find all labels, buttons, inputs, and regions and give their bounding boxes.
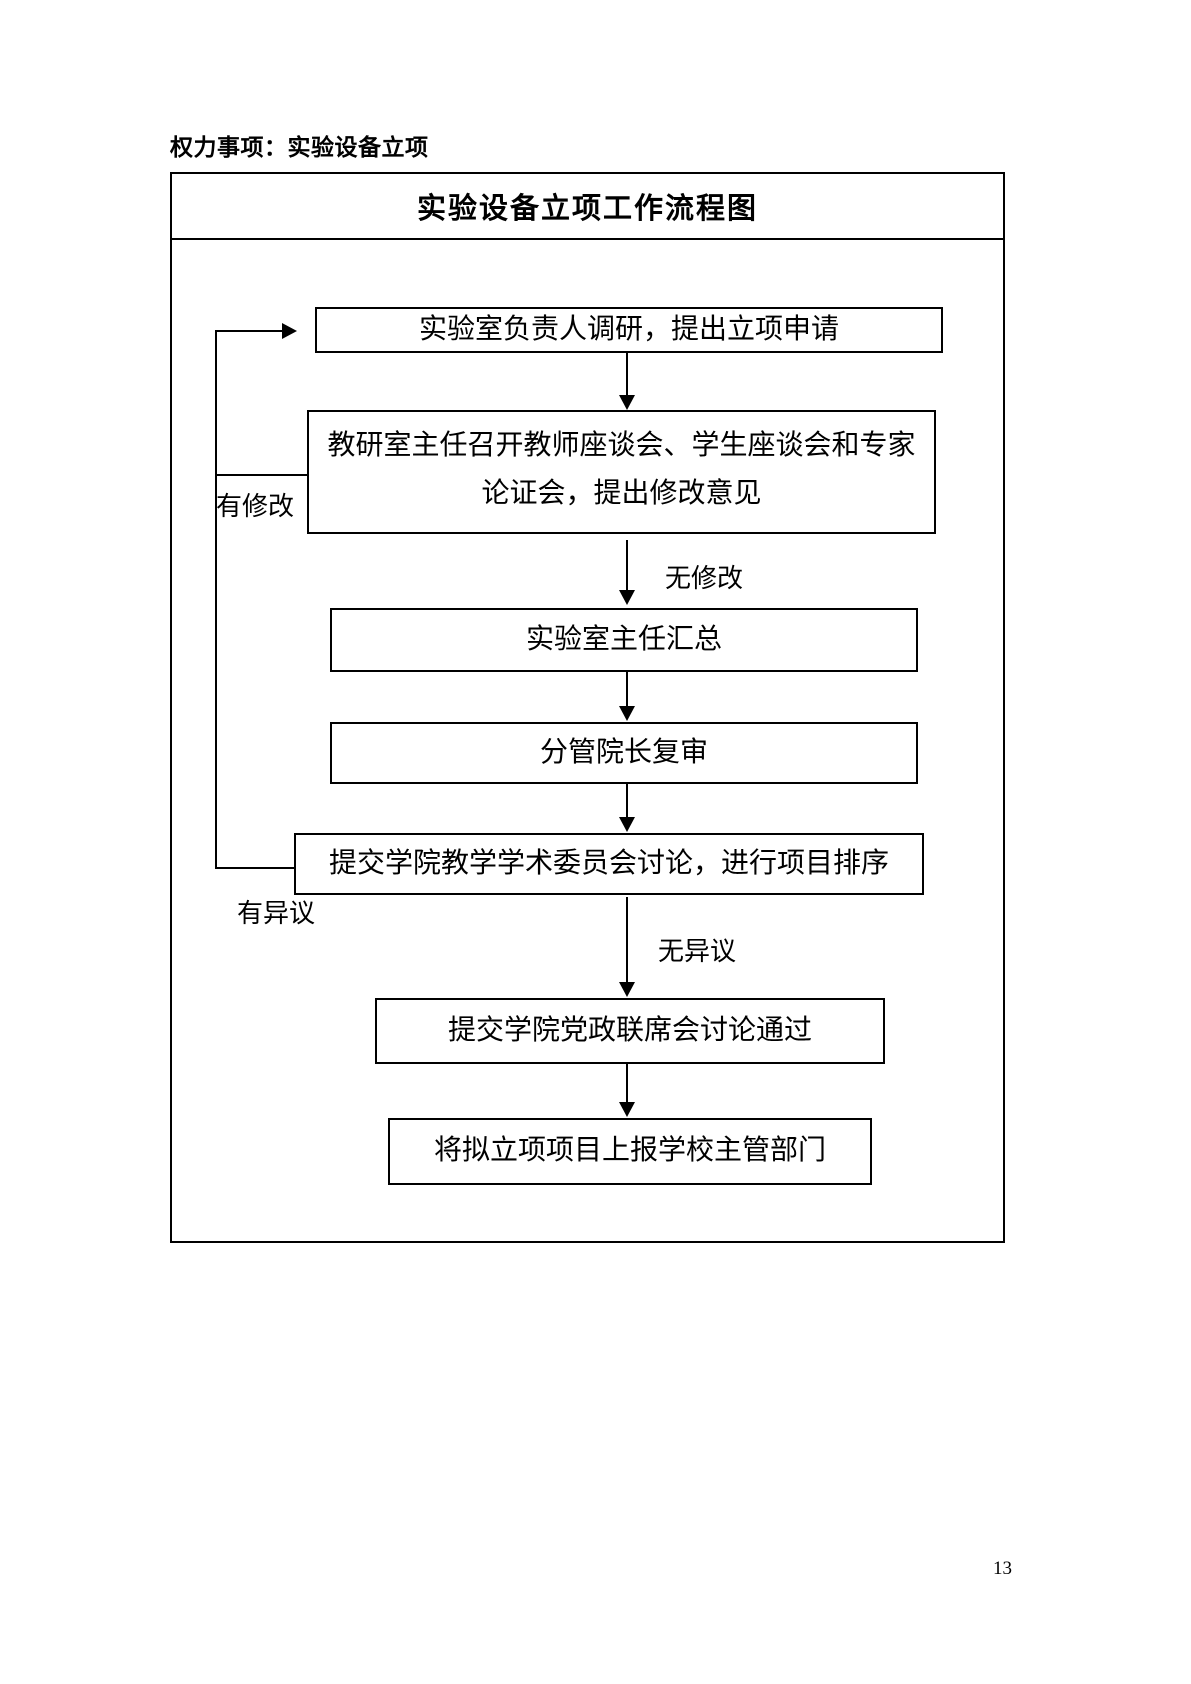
flowchart-frame: 实验设备立项工作流程图 实验室负责人调研，提出立项申请 教研室主任召开教师座谈会… <box>170 172 1005 1243</box>
feedback-revision-line <box>215 474 307 476</box>
arrow-2-3-arrowhead-icon <box>619 590 635 605</box>
edge-label-no-objection: 无异议 <box>658 937 737 966</box>
edge-label-no-revision: 无修改 <box>665 564 744 593</box>
flow-node-lab-director-summary-label: 实验室主任汇总 <box>525 623 722 655</box>
flow-node-report-to-university-label: 将拟立项项目上报学校主管部门 <box>433 1135 826 1167</box>
arrow-3-4-arrowhead-icon <box>619 706 635 721</box>
flow-node-apply: 实验室负责人调研，提出立项申请 <box>315 307 943 353</box>
arrow-6-7-arrowhead-icon <box>619 1102 635 1117</box>
page-number: 13 <box>993 1558 1012 1579</box>
arrow-4-5-shaft <box>626 784 628 817</box>
feedback-return-shaft <box>215 330 283 332</box>
flow-node-seminar: 教研室主任召开教师座谈会、学生座谈会和专家 论证会，提出修改意见 <box>307 410 936 534</box>
flow-node-dean-review: 分管院长复审 <box>330 722 918 784</box>
arrow-1-2-shaft <box>626 353 628 395</box>
flow-node-seminar-line2: 论证会，提出修改意见 <box>481 477 762 509</box>
arrow-6-7-shaft <box>626 1064 628 1102</box>
feedback-trunk-line <box>215 330 217 869</box>
flowchart-title: 实验设备立项工作流程图 <box>172 174 1003 240</box>
flow-node-academic-committee-label: 提交学院教学学术委员会讨论，进行项目排序 <box>328 847 889 879</box>
arrow-2-3-shaft <box>626 540 628 590</box>
arrow-4-5-arrowhead-icon <box>619 817 635 832</box>
feedback-objection-line <box>215 867 296 869</box>
feedback-return-arrowhead-icon <box>282 323 297 339</box>
flow-node-academic-committee: 提交学院教学学术委员会讨论，进行项目排序 <box>294 833 924 895</box>
edge-label-has-objection: 有异议 <box>237 899 316 928</box>
edge-label-has-revision: 有修改 <box>216 492 295 521</box>
document-heading: 权力事项：实验设备立项 <box>170 135 429 160</box>
flow-node-seminar-line1: 教研室主任召开教师座谈会、学生座谈会和专家 <box>327 430 916 461</box>
arrow-5-6-arrowhead-icon <box>619 982 635 997</box>
flow-node-joint-meeting-label: 提交学院党政联席会讨论通过 <box>447 1014 812 1046</box>
arrow-5-6-shaft <box>626 897 628 982</box>
arrow-3-4-shaft <box>626 672 628 706</box>
flow-node-apply-label: 实验室负责人调研，提出立项申请 <box>418 313 839 345</box>
flow-node-report-to-university: 将拟立项项目上报学校主管部门 <box>388 1118 872 1185</box>
flow-node-lab-director-summary: 实验室主任汇总 <box>330 608 918 672</box>
flow-node-joint-meeting: 提交学院党政联席会讨论通过 <box>375 998 885 1064</box>
flow-node-dean-review-label: 分管院长复审 <box>539 736 708 768</box>
arrow-1-2-arrowhead-icon <box>619 395 635 410</box>
